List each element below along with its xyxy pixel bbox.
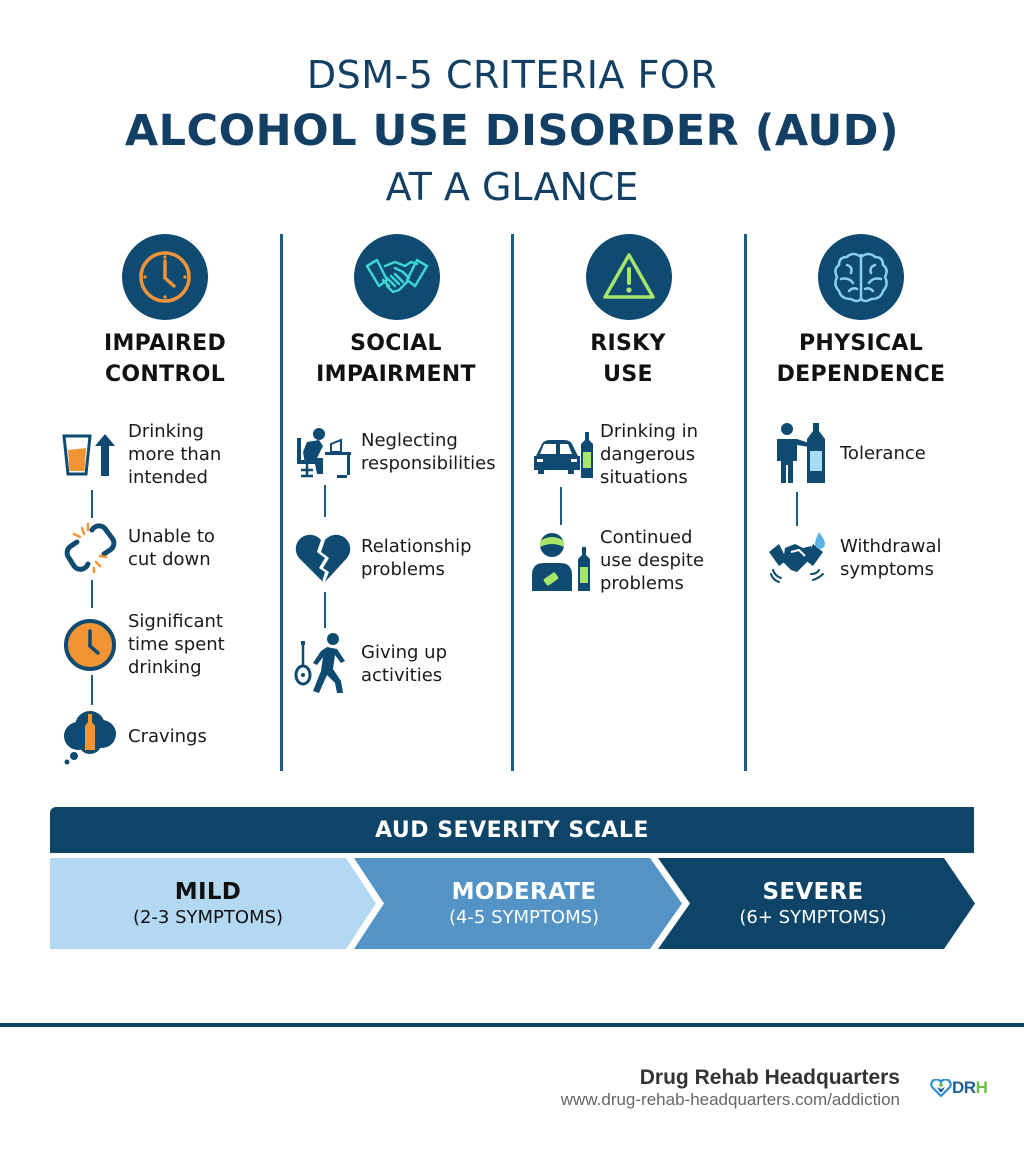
- category-title-line-1: PHYSICAL: [798, 331, 924, 356]
- criterion-item: Continued use despite problems: [530, 526, 704, 595]
- logo-text: DRH: [952, 1078, 988, 1097]
- criterion-item: Withdrawal symptoms: [766, 530, 941, 586]
- criterion-label: Relationship problems: [361, 536, 472, 580]
- column-divider: [280, 234, 283, 771]
- walking-away-guitar-icon: [293, 633, 353, 694]
- thought-bubble-bottle-icon: [60, 706, 120, 766]
- category-title: SOCIAL IMPAIRMENT: [290, 328, 502, 390]
- clock-icon: [60, 615, 120, 675]
- category-title: IMPAIRED CONTROL: [60, 328, 270, 390]
- heart-person-icon: [930, 1079, 952, 1097]
- criterion-item: Drinking more than intended: [60, 420, 221, 489]
- connector-line: [560, 487, 562, 525]
- connector-line: [324, 592, 326, 628]
- criterion-label: Withdrawal symptoms: [840, 536, 942, 580]
- criterion-label: Drinking more than intended: [128, 421, 222, 488]
- brain-icon: [818, 234, 904, 320]
- person-bottle-icon: [766, 420, 832, 486]
- severity-range: (2-3 SYMPTOMS): [132, 906, 284, 928]
- broken-heart-icon: [293, 528, 353, 588]
- glass-arrow-up-icon: [60, 425, 120, 485]
- criterion-item: Drinking in dangerous situations: [530, 420, 698, 489]
- severity-arrows: [50, 858, 975, 949]
- severity-level-severe: SEVERE (6+ SYMPTOMS): [680, 858, 946, 949]
- broken-chain-icon: [60, 518, 120, 578]
- connector-line: [91, 490, 93, 518]
- title-line-1: DSM-5 CRITERIA FOR: [306, 53, 718, 97]
- severity-name: SEVERE: [762, 878, 864, 905]
- severity-level-moderate: MODERATE (4-5 SYMPTOMS): [376, 858, 672, 949]
- connector-line: [91, 675, 93, 705]
- criterion-item: Cravings: [60, 706, 207, 766]
- category-title-line-2: DEPENDENCE: [773, 359, 949, 390]
- brand-name: Drug Rehab Headquarters: [639, 1066, 900, 1089]
- title-line-2: ALCOHOL USE DISORDER (AUD): [124, 106, 900, 156]
- severity-scale-title: AUD SEVERITY SCALE: [375, 817, 649, 843]
- criterion-label: Tolerance: [840, 442, 926, 464]
- severity-name: MILD: [174, 878, 242, 905]
- criterion-item: Tolerance: [766, 420, 926, 486]
- person-at-desk-icon: [293, 422, 353, 482]
- injured-person-bottle-icon: [530, 531, 596, 591]
- category-title: PHYSICAL DEPENDENCE: [755, 328, 967, 390]
- criterion-item: Neglecting responsibilities: [293, 422, 496, 482]
- shaking-hands-icon: [766, 530, 832, 586]
- clock-icon: [122, 234, 208, 320]
- brand-url[interactable]: www.drug-rehab-headquarters.com/addictio…: [560, 1090, 900, 1109]
- category-title-line-2: CONTROL: [101, 359, 229, 390]
- category-title-line-1: IMPAIRED: [103, 331, 227, 356]
- severity-level-mild: MILD (2-3 SYMPTOMS): [50, 858, 366, 949]
- severity-scale: MILD (2-3 SYMPTOMS) MODERATE (4-5 SYMPTO…: [50, 858, 976, 949]
- category-title: RISKY USE: [522, 328, 734, 390]
- criterion-label: Cravings: [128, 725, 207, 747]
- category-title-line-2: IMPAIRMENT: [313, 359, 479, 390]
- criterion-label: Neglecting responsibilities: [361, 430, 496, 474]
- criterion-label: Giving up activities: [361, 642, 447, 686]
- connector-line: [796, 492, 798, 526]
- car-bottle-icon: [530, 425, 596, 485]
- title-line-3: AT A GLANCE: [385, 165, 639, 209]
- connector-line: [91, 580, 93, 608]
- severity-range: (4-5 SYMPTOMS): [448, 906, 600, 928]
- criterion-item: Significant time spent drinking: [60, 610, 225, 679]
- title-block: DSM-5 CRITERIA FOR ALCOHOL USE DISORDER …: [0, 50, 1024, 212]
- column-divider: [511, 234, 514, 771]
- criterion-item: Giving up activities: [293, 633, 447, 694]
- criterion-label: Significant time spent drinking: [128, 611, 225, 678]
- criterion-label: Unable to cut down: [128, 526, 215, 570]
- column-divider: [744, 234, 747, 771]
- category-title-line-1: SOCIAL: [350, 331, 442, 356]
- category-title-line-2: USE: [600, 359, 656, 390]
- severity-scale-header: AUD SEVERITY SCALE: [50, 807, 974, 853]
- footer-divider: [0, 1023, 1024, 1027]
- footer-brand: Drug Rehab Headquarters www.drug-rehab-h…: [561, 1066, 900, 1110]
- category-title-line-1: RISKY: [590, 331, 666, 356]
- criterion-label: Drinking in dangerous situations: [600, 421, 699, 488]
- drh-logo: DRH: [930, 1078, 988, 1098]
- connector-line: [324, 485, 326, 517]
- severity-name: MODERATE: [451, 878, 597, 905]
- severity-range: (6+ SYMPTOMS): [739, 906, 887, 928]
- criterion-item: Relationship problems: [293, 528, 472, 588]
- criterion-label: Continued use despite problems: [600, 527, 705, 594]
- handshake-icon: [354, 234, 440, 320]
- criterion-item: Unable to cut down: [60, 518, 215, 578]
- warning-triangle-icon: [586, 234, 672, 320]
